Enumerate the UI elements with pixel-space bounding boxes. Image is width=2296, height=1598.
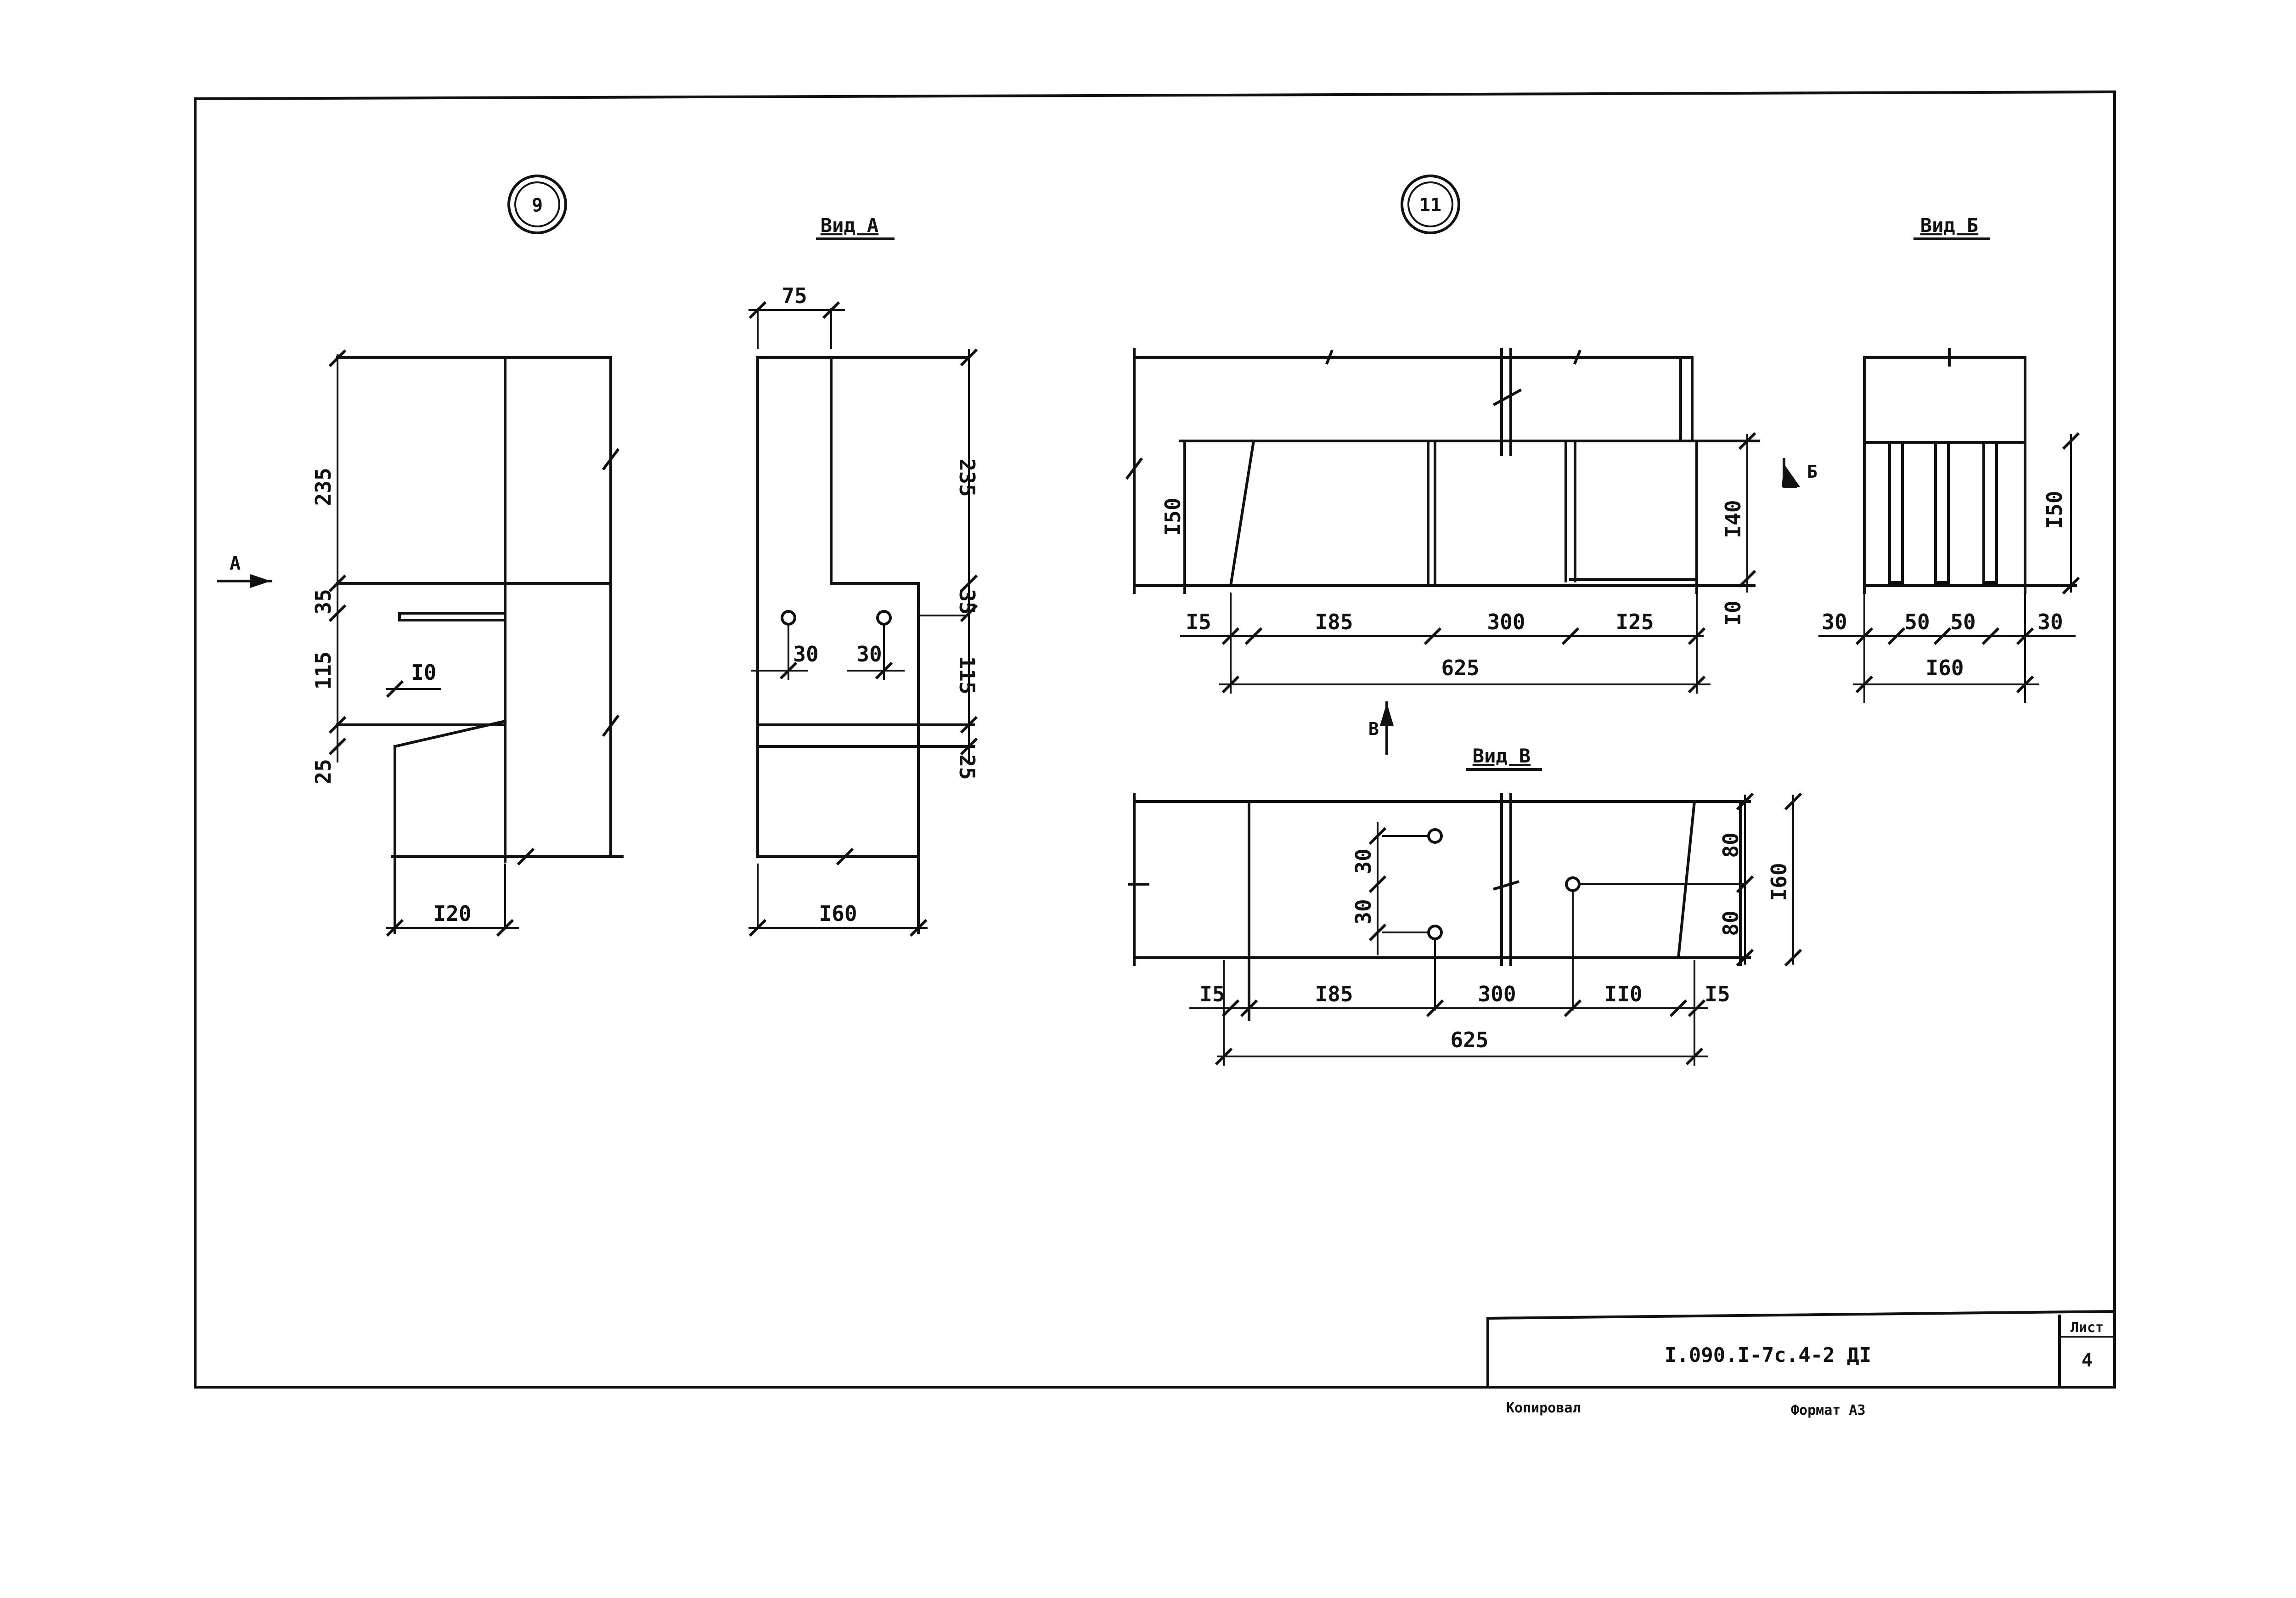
dim-11-125: I25 [1615, 610, 1654, 634]
dim-9-35: 35 [311, 589, 336, 614]
arrow-b-label: Б [1807, 462, 1818, 482]
dim-a-25: 25 [955, 754, 979, 779]
sheet-number: 4 [2082, 1350, 2093, 1371]
dim-b-30a: 30 [1822, 610, 1847, 634]
dim-b-50b: 50 [1950, 610, 1975, 634]
dim-v-625: 625 [1450, 1028, 1488, 1052]
dim-a-160: I60 [819, 901, 857, 926]
dim-b-30b: 30 [2037, 610, 2063, 634]
dim-v-160: I60 [1767, 863, 1791, 901]
dim-v-185: I85 [1315, 982, 1353, 1006]
dim-a-35: 35 [955, 589, 979, 614]
dim-11-15: I5 [1186, 610, 1211, 634]
dim-11-10: I0 [1721, 600, 1745, 626]
sheet-frame [193, 90, 2116, 1389]
paper-format: Формат А3 [1791, 1402, 1866, 1418]
arrow-a-label: A [230, 553, 241, 574]
dim-v-30a: 30 [1351, 848, 1376, 874]
dim-11-300: 300 [1487, 610, 1525, 634]
view-v: Вид В 30 30 80 80 I60 [1128, 745, 1802, 1066]
title-block: I.090.I-7c.4-2 ДI Лист 4 Копировал Форма… [1486, 1310, 2116, 1418]
dim-v-30b: 30 [1351, 899, 1376, 924]
detail-9-marker: 9 [532, 195, 543, 216]
dim-11-150: I50 [1160, 497, 1185, 536]
dim-9-25: 25 [311, 759, 336, 784]
view-a: Вид А 75 235 35 115 25 [748, 214, 979, 937]
dim-b-150: I50 [2042, 491, 2067, 529]
dim-v-80b: 80 [1718, 910, 1743, 936]
detail-9: 9 235 35 115 25 I0 [217, 175, 624, 937]
dim-9-115: 115 [311, 651, 336, 689]
dim-a-75: 75 [782, 283, 807, 308]
arrow-v-label: В [1368, 719, 1379, 739]
dim-v-80a: 80 [1718, 832, 1743, 858]
dim-a-30a: 30 [793, 642, 818, 666]
dim-a-30b: 30 [856, 642, 882, 666]
dim-v-15b: I5 [1705, 982, 1730, 1006]
dim-v-15a: I5 [1199, 982, 1225, 1006]
sheet-label: Лист [2071, 1320, 2104, 1336]
view-b: Вид Б I50 30 50 50 30 I60 [1818, 214, 2080, 703]
dim-v-110: II0 [1604, 982, 1642, 1006]
drawing-code: I.090.I-7c.4-2 ДI [1665, 1344, 1871, 1367]
dim-9-120: I20 [433, 901, 471, 926]
dim-a-115: 115 [955, 656, 979, 694]
dim-a-235: 235 [955, 458, 979, 497]
dim-v-300: 300 [1478, 982, 1516, 1006]
dim-9-10: I0 [411, 660, 436, 685]
dim-b-50a: 50 [1904, 610, 1930, 634]
dim-11-625: 625 [1441, 655, 1479, 680]
dim-11-185: I85 [1315, 610, 1353, 634]
view-a-title: Вид А [821, 214, 878, 237]
dim-11-140: I40 [1721, 500, 1745, 538]
view-v-title: Вид В [1473, 745, 1531, 767]
detail-11: 11 I50 I40 I0 Б [1125, 175, 1818, 755]
dim-b-160: I60 [1925, 655, 1964, 680]
dim-9-235: 235 [311, 468, 336, 506]
detail-11-marker: 11 [1419, 195, 1441, 216]
copied-by: Копировал [1506, 1400, 1581, 1416]
view-b-title: Вид Б [1920, 214, 1978, 237]
